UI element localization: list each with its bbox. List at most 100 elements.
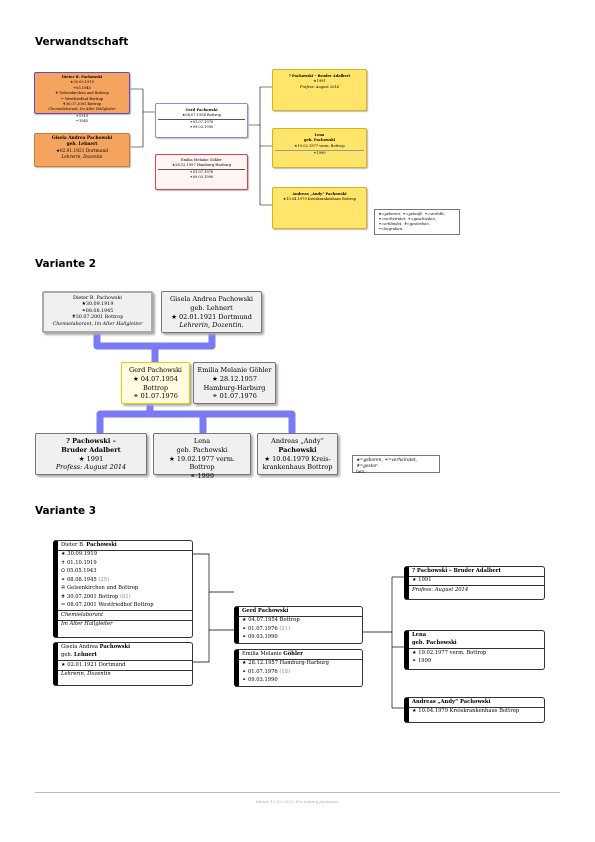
person-name: Emilia Melanie Göhler — [197, 366, 272, 374]
note: Profess: August 2014 — [300, 84, 339, 89]
person-box-child1[interactable]: ? Pachowski – Bruder Adalbert ★ 1991 Pro… — [404, 566, 545, 600]
death-date: ✟ 30.07.2001 Bottrop — [61, 593, 119, 600]
first-name: Gisela Andrea — [61, 643, 100, 650]
section-title-verwandtschaft: Verwandtschaft — [35, 36, 129, 48]
person-name: Andreas „Andy“ — [271, 437, 324, 445]
person-box-gerd[interactable]: Gerd Pachowski ★ 04.07.1954 Bottrop ⚭ 01… — [121, 362, 190, 404]
birth-date: ★ 1991 — [409, 577, 544, 587]
person-box-dieter[interactable]: Dieter B. Pachowski ★ 30.09.1919 ✝ 01.10… — [53, 540, 193, 638]
last-name: Pachowski — [99, 643, 131, 650]
marriage-date-2: ⚭09.03.1990 — [189, 125, 214, 130]
maiden-name: geb. Lehnert — [190, 303, 233, 312]
birth-date: ★ 04.07.1954 — [132, 374, 179, 383]
legend-line: ⚭=erblindet, ✟=gestorben, ⚰=begraben. — [378, 221, 430, 231]
birth-date: ★ 04.07.1954 Bottrop — [242, 617, 300, 624]
person-box-gisela[interactable]: Gisela Andrea Pachowski geb. Lehnert ★ 0… — [161, 291, 262, 333]
connector-lines-s3 — [193, 553, 404, 709]
person-box-child2[interactable]: Lena geb. Pachowski ★19.02.1977 verm. Bo… — [272, 128, 367, 168]
marriage-duration: (25) — [98, 576, 110, 583]
marriage-date-2: ⚭ 09.03.1990 — [242, 677, 278, 684]
marriage-date: ⚭08.08.1945 — [81, 308, 114, 314]
marriage-date: ⚭1999 — [275, 150, 364, 156]
maiden-name: geb. Pachowski — [304, 138, 335, 143]
legend-line: ★=geboren, ⚭=verheiratet, ✟=gestor- — [356, 458, 418, 469]
person-box-emilia[interactable]: Emilia Melanie Göhler ★ 28.12.1957 Hambu… — [193, 362, 276, 404]
person-box-child1[interactable]: ? Pachowski – Bruder Adalbert ★ 1991 Pro… — [35, 433, 147, 475]
person-name: Lena — [412, 631, 427, 638]
connector-lines-s1 — [130, 86, 272, 206]
birth-date: ★04.07.1954 Bottrop — [158, 113, 245, 120]
maiden-name: Lehnert — [74, 652, 97, 659]
marriage-date: ⚭05.1945 — [73, 85, 91, 90]
birth-date: ★ 10.04.1979 Kreis- — [264, 454, 331, 463]
connector-lines-s2 — [93, 328, 296, 436]
person-box-dieter[interactable]: Dieter B. Pachowski ★30.09.1919 ⚭08.08.1… — [42, 291, 153, 333]
marriage-duration: (21) — [279, 625, 291, 632]
person-name: Gerd Pachowski — [239, 607, 362, 617]
person-box-emilia[interactable]: Emilia Melanie Göhler ★ 28.12.1957 Hambu… — [234, 649, 363, 687]
person-box-dieter[interactable]: Dieter B. Pachowski ★30.09.1919 ⚭05.1945… — [34, 72, 130, 123]
last-name: Göhler — [283, 650, 303, 657]
birth-date: ★ 19.02.1977 verm. Bottrop — [168, 454, 236, 472]
person-box-gerd[interactable]: Gerd Pachowski ★04.07.1954 Bottrop ⚭01.0… — [155, 103, 248, 138]
marriage-duration: (18) — [279, 668, 291, 675]
person-name: Andreas „Andy“ Pachowski — [409, 698, 544, 708]
residence: ✇ Gelsenkirchen und Bottrop — [61, 585, 139, 592]
person-name-2: Bruder Adalbert — [61, 445, 121, 454]
marriage-date: ⚭01.07.1976 — [189, 169, 214, 174]
birth-date: ★ 28.12.1957 Hamburg-Harburg — [242, 660, 329, 667]
person-name: Gisela Andrea Pachowski — [169, 295, 254, 303]
first-name: Dieter B. — [61, 541, 87, 548]
legend-s1: ★=geboren, ⚭=getauft, ⚭=verlobt, ⚭=verhe… — [374, 209, 460, 235]
birth-date: ★30.09.1919 — [70, 80, 94, 85]
burial-date: ⚰1945 — [75, 119, 89, 124]
maiden-name: geb. Pachowski — [176, 445, 228, 454]
birth-date: ★ 10.04.1979 Kreiskrankenhaus Bottrop — [412, 708, 520, 715]
legend-line: ⚭=verheiratet, ⚭=geschieden, — [378, 216, 436, 221]
birth-date: ★ 02.01.1921 Dortmund — [58, 661, 192, 671]
person-name: Emilia Melanie Göhler — [181, 158, 222, 162]
birth-date: ★28.12.1957 Hamburg-Harburg — [158, 163, 245, 170]
person-box-gisela[interactable]: Gisela Andrea Pachowski geb. Lehnert ★02… — [34, 133, 130, 167]
person-box-child3[interactable]: Andreas „Andy“ Pachowski ★10.04.1979 Kre… — [272, 187, 367, 229]
birth-date: ★10.04.1979 Kreiskrankenhaus Bottrop — [282, 197, 357, 202]
section-title-variante-3: Variante 3 — [35, 505, 97, 517]
death-date: ✟30.07.2001 Bottrop — [71, 315, 124, 321]
birth-place: krankenhaus Bottrop — [262, 463, 333, 472]
marriage-date-2: ⚭ 09.03.1990 — [242, 634, 278, 641]
marriage-date: ⚭ 1999 — [189, 472, 215, 481]
birth-date: ★19.02.1977 verm. Bottrop — [294, 143, 345, 148]
birth-date: ★ 19.02.1977 verm. Bottrop — [412, 649, 487, 656]
person-box-child3[interactable]: Andreas „Andy“ Pachowski ★ 10.04.1979 Kr… — [404, 697, 545, 723]
person-box-child2[interactable]: Lena geb. Pachowski ★ 19.02.1977 verm. B… — [404, 630, 545, 670]
person-name: Gisela Andrea Pachowski — [51, 136, 113, 141]
marriage-date: ⚭1919 — [37, 112, 127, 119]
person-name: Dieter B. Pachowski — [61, 75, 103, 79]
person-box-child2[interactable]: Lena geb. Pachowski ★ 19.02.1977 verm. B… — [153, 433, 251, 480]
person-name-2: Pachowski — [278, 445, 317, 454]
section-title-variante-2: Variante 2 — [35, 258, 97, 270]
death-age: (81) — [120, 593, 131, 600]
person-box-child3[interactable]: Andreas „Andy“ Pachowski ★ 10.04.1979 Kr… — [257, 433, 338, 475]
last-name: Pachowski — [86, 541, 117, 548]
marriage-date-2: ⚭09.03.1990 — [189, 175, 214, 180]
person-box-child1[interactable]: ? Pachowski – Bruder Adalbert ★1991 Prof… — [272, 69, 367, 111]
legend-s2: ★=geboren, ⚭=verheiratet, ✟=gestor- ben. — [352, 455, 440, 475]
marriage-date: ⚭ 01.07.1976 — [242, 625, 278, 632]
person-name: Lena — [314, 133, 325, 137]
marriage-date: ⚭ 01.07.1976 — [212, 392, 257, 401]
footer-text: Stand: 15.02.2022. For testing purposes. — [255, 799, 340, 804]
person-box-gisela[interactable]: Gisela Andrea Pachowski geb. Lehnert ★ 0… — [53, 642, 193, 686]
occupation: Chemielaborant — [58, 611, 192, 621]
person-box-gerd[interactable]: Gerd Pachowski ★ 04.07.1954 Bottrop ⚭ 01… — [234, 606, 363, 644]
marriage-date: ⚭ 01.07.1976 — [242, 668, 278, 675]
birth-date: ★30.09.1919 — [81, 302, 114, 308]
birth-place: Hamburg-Harburg — [203, 383, 266, 392]
maiden-name: geb. Pachowski — [409, 640, 544, 650]
baptism-date: ✝ 01.10.1919 — [61, 559, 97, 566]
maiden-name: geb. Lehnert — [66, 142, 98, 148]
person-name: ? Pachowski – — [66, 437, 116, 445]
birth-date: ★ 1991 — [78, 454, 104, 463]
legend-line: ★=geboren, ⚭=getauft, ⚭=verlobt, — [378, 212, 445, 216]
person-box-emilia[interactable]: Emilia Melanie Göhler ★28.12.1957 Hambur… — [155, 154, 248, 190]
